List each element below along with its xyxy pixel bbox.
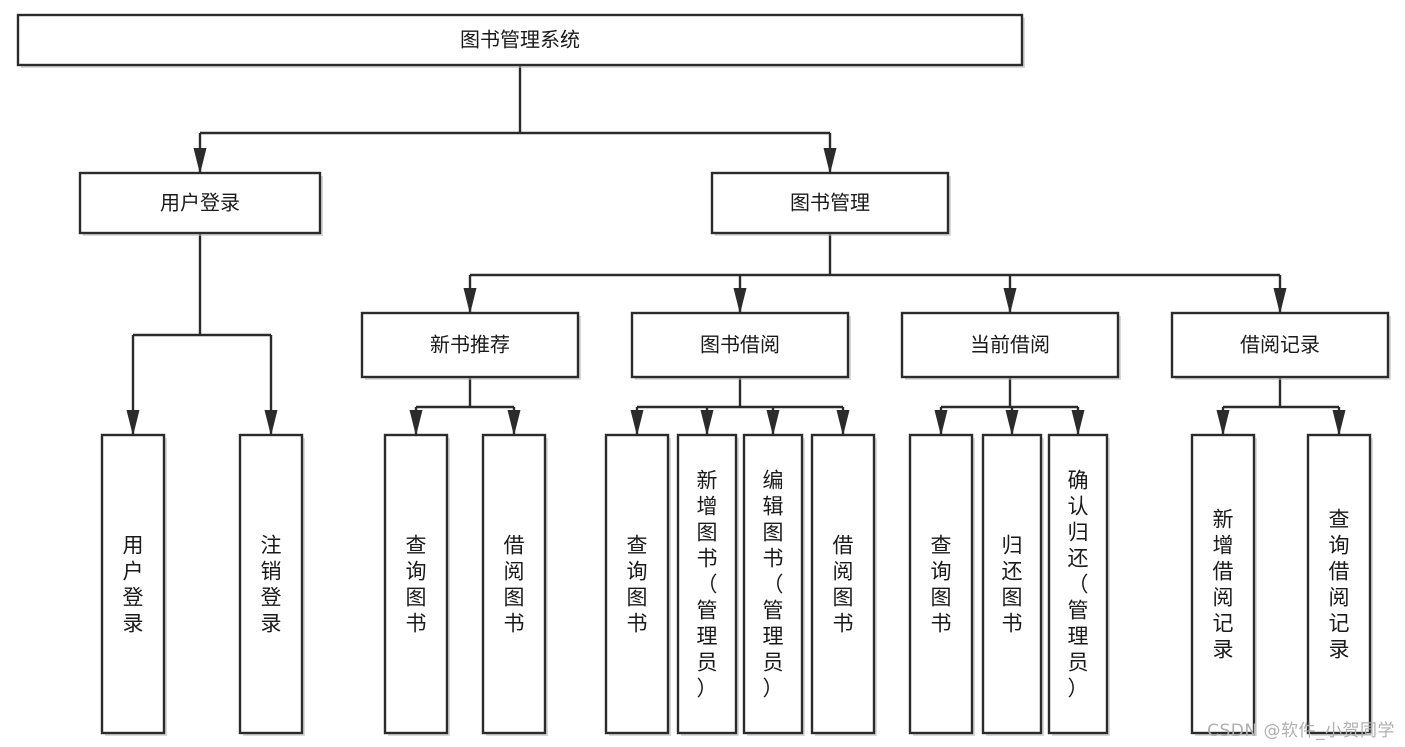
node-label: 查询图书 — [406, 533, 427, 635]
arrowhead-icon — [934, 410, 948, 436]
node-leaf-edit-book-admin[interactable]: 编辑图书（管理员） — [742, 433, 805, 736]
node-rect[interactable] — [810, 433, 876, 735]
arrowhead-icon — [1005, 410, 1019, 436]
node-leaf-add-borrow-record[interactable]: 新增借阅记录 — [1190, 433, 1257, 736]
node-label: 借阅图书 — [833, 533, 854, 635]
node-rect[interactable] — [742, 433, 804, 735]
node-rect[interactable] — [676, 433, 738, 735]
arrowhead-icon — [409, 410, 423, 436]
node-rect[interactable] — [78, 171, 322, 235]
arrowhead-icon — [700, 410, 714, 436]
node-borrow-record[interactable]: 借阅记录 — [1170, 311, 1391, 380]
node-current-borrow[interactable]: 当前借阅 — [900, 311, 1121, 380]
arrowhead-icon — [193, 148, 207, 174]
arrowhead-icon — [126, 410, 140, 436]
node-rect[interactable] — [1190, 433, 1256, 735]
edge-group-new-book-recommend — [409, 377, 521, 436]
node-leaf-query-book-3[interactable]: 查询图书 — [908, 433, 975, 736]
edge-group-current-borrow — [934, 377, 1085, 436]
node-label: 图书管理 — [790, 191, 870, 215]
node-label: 借阅记录 — [1240, 333, 1320, 357]
node-label: 新书推荐 — [430, 333, 510, 357]
arrowhead-icon — [823, 148, 837, 174]
node-label: 确认归还（管理员） — [1068, 468, 1089, 700]
arrowhead-icon — [733, 288, 747, 314]
node-leaf-query-borrow-record[interactable]: 查询借阅记录 — [1306, 433, 1373, 736]
node-rect[interactable] — [383, 433, 449, 735]
node-rect[interactable] — [16, 13, 1024, 67]
node-rect[interactable] — [360, 311, 580, 379]
node-rect[interactable] — [900, 311, 1120, 379]
node-book-manage[interactable]: 图书管理 — [710, 171, 951, 236]
node-leaf-user-login[interactable]: 用户登录 — [100, 433, 167, 736]
node-leaf-borrow-book-1[interactable]: 借阅图书 — [481, 433, 548, 736]
node-rect[interactable] — [481, 433, 547, 735]
node-label: 注销登录 — [261, 533, 282, 635]
arrowhead-icon — [1332, 410, 1346, 436]
node-label: 当前借阅 — [970, 333, 1050, 357]
node-user-login[interactable]: 用户登录 — [78, 171, 323, 236]
node-rect[interactable] — [604, 433, 670, 735]
edge-group-root — [193, 65, 837, 174]
node-label: 新增图书（管理员） — [697, 468, 718, 700]
node-label: 用户登录 — [160, 191, 240, 215]
node-leaf-borrow-book-2[interactable]: 借阅图书 — [810, 433, 877, 736]
edge-group-book-manage — [463, 233, 1287, 314]
arrowhead-icon — [1071, 410, 1085, 436]
node-rect[interactable] — [1306, 433, 1372, 735]
arrowhead-icon — [463, 288, 477, 314]
node-leaf-return-book[interactable]: 归还图书 — [981, 433, 1044, 736]
arrowhead-icon — [507, 410, 521, 436]
node-label: 编辑图书（管理员） — [763, 468, 784, 700]
node-rect[interactable] — [100, 433, 166, 735]
node-label: 用户登录 — [123, 533, 144, 635]
node-label: 查询图书 — [931, 533, 952, 635]
node-label: 图书借阅 — [700, 333, 780, 357]
node-root[interactable]: 图书管理系统 — [16, 13, 1025, 68]
edge-group-borrow-record — [1216, 377, 1346, 436]
node-leaf-add-book-admin[interactable]: 新增图书（管理员） — [676, 433, 739, 736]
node-rect[interactable] — [908, 433, 974, 735]
node-label: 新增借阅记录 — [1213, 507, 1234, 661]
arrowhead-icon — [630, 410, 644, 436]
node-rect[interactable] — [238, 433, 304, 735]
node-leaf-query-book-1[interactable]: 查询图书 — [383, 433, 450, 736]
arrowhead-icon — [766, 410, 780, 436]
edges-layer — [126, 65, 1346, 436]
arrowhead-icon — [1003, 288, 1017, 314]
node-rect[interactable] — [981, 433, 1043, 735]
arrowhead-icon — [264, 410, 278, 436]
arrowhead-icon — [836, 410, 850, 436]
edge-group-book-borrow — [630, 377, 850, 436]
node-label: 借阅图书 — [504, 533, 525, 635]
arrowhead-icon — [1273, 288, 1287, 314]
node-rect[interactable] — [630, 311, 850, 379]
nodes-layer: 图书管理系统用户登录图书管理新书推荐图书借阅当前借阅借阅记录用户登录注销登录查询… — [16, 13, 1391, 736]
node-leaf-confirm-return-admin[interactable]: 确认归还（管理员） — [1047, 433, 1110, 736]
node-label: 查询借阅记录 — [1329, 507, 1350, 661]
node-leaf-logout-login[interactable]: 注销登录 — [238, 433, 305, 736]
node-book-borrow[interactable]: 图书借阅 — [630, 311, 851, 380]
node-new-book-recommend[interactable]: 新书推荐 — [360, 311, 581, 380]
node-rect[interactable] — [710, 171, 950, 235]
node-label: 归还图书 — [1002, 533, 1023, 635]
node-label: 查询图书 — [627, 533, 648, 635]
arrowhead-icon — [1216, 410, 1230, 436]
node-rect[interactable] — [1170, 311, 1390, 379]
edge-group-user-login — [126, 233, 278, 436]
node-label: 图书管理系统 — [460, 28, 580, 52]
node-leaf-query-book-2[interactable]: 查询图书 — [604, 433, 671, 736]
node-rect[interactable] — [1047, 433, 1109, 735]
